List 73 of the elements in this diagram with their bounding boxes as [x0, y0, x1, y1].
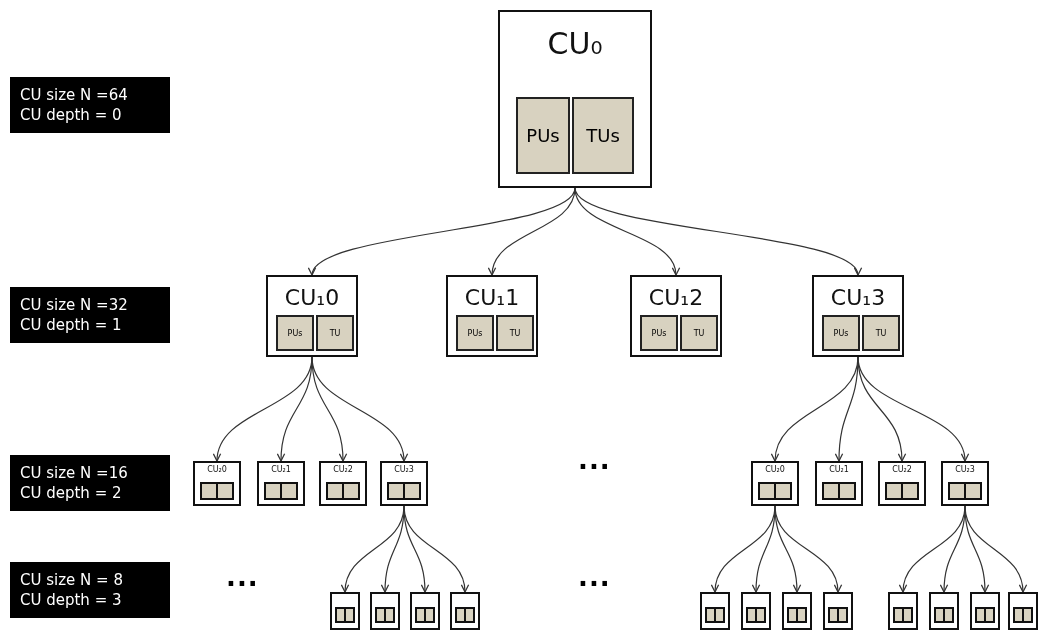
unit-box [319, 461, 367, 506]
square-box [330, 592, 360, 630]
unit-title: CU₁0 [283, 285, 341, 310]
unit-box [941, 461, 989, 506]
arrow [774, 505, 842, 593]
unit-title: CU₂3 [954, 465, 976, 474]
unit-box [878, 461, 926, 506]
square-box [410, 592, 440, 630]
square-box [823, 592, 853, 630]
sub-unit-box: PUs [456, 315, 494, 351]
level-label-box [10, 562, 170, 618]
square-box [741, 592, 771, 630]
square-box [782, 592, 812, 630]
ellipsis-mark: ... [226, 562, 259, 592]
arrow [403, 505, 469, 593]
unit-title: CU₀ [546, 26, 604, 61]
arrow [857, 356, 968, 462]
unit-title: CU₂1 [270, 465, 292, 474]
unit-box [498, 10, 652, 188]
unit-title: CU₁2 [647, 285, 705, 310]
unit-box [815, 461, 863, 506]
square-box [370, 592, 400, 630]
unit-box [630, 275, 722, 357]
arrow [835, 356, 859, 462]
square-box [888, 592, 918, 630]
unit-title: CU₂3 [393, 465, 415, 474]
unit-title: CU₂2 [891, 465, 913, 474]
label-text: CU depth = 3 [20, 590, 123, 610]
square-box [1008, 592, 1038, 630]
arrow [964, 505, 1027, 593]
unit-title: CU₁1 [463, 285, 521, 310]
sub-unit-box: PUs [276, 315, 314, 351]
sub-unit-box: TU [680, 315, 718, 351]
unit-box [257, 461, 305, 506]
unit-box [751, 461, 799, 506]
sub-unit-box: TU [862, 315, 900, 351]
label-text: CU size N = 8 [20, 570, 124, 590]
level-label-box [10, 77, 170, 133]
label-text: CU size N =64 [20, 85, 129, 105]
unit-box [380, 461, 428, 506]
unit-box [812, 275, 904, 357]
label-text: CU size N =16 [20, 463, 129, 483]
arrow [311, 356, 408, 462]
sub-unit-box: PUs [822, 315, 860, 351]
unit-title: CU₂2 [332, 465, 354, 474]
unit-box [266, 275, 358, 357]
label-text: CU depth = 2 [20, 483, 123, 503]
level-label-box [10, 287, 170, 343]
ellipsis-mark: ... [578, 562, 611, 592]
sub-unit-box: PUs [516, 97, 570, 174]
unit-title: CU₁3 [829, 285, 887, 310]
level-label-box [10, 455, 170, 511]
sub-unit-box: TU [496, 315, 534, 351]
unit-title: CU₂1 [828, 465, 850, 474]
arrow [489, 187, 576, 276]
arrow [311, 356, 347, 462]
label-text: CU depth = 1 [20, 315, 123, 335]
label-text: CU size N =32 [20, 295, 129, 315]
square-box [970, 592, 1000, 630]
unit-box [446, 275, 538, 357]
square-box [700, 592, 730, 630]
sub-unit-box: TU [316, 315, 354, 351]
unit-title: CU₂0 [206, 465, 228, 474]
arrow [574, 187, 679, 276]
unit-title: CU₂0 [764, 465, 786, 474]
arrow [574, 187, 859, 276]
unit-box [193, 461, 241, 506]
sub-unit-box: PUs [640, 315, 678, 351]
square-box [929, 592, 959, 630]
sub-unit-box: TUs [572, 97, 634, 174]
square-box [450, 592, 480, 630]
label-text: CU depth = 0 [20, 105, 123, 125]
ellipsis-mark: ... [578, 445, 611, 475]
